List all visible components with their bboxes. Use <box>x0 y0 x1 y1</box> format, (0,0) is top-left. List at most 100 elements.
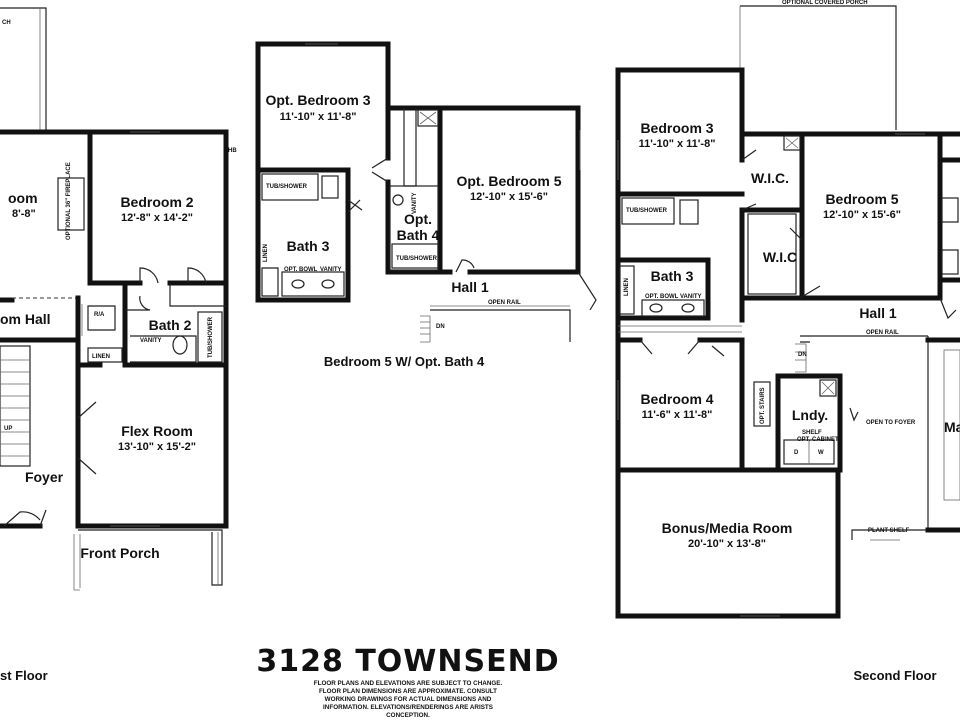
front-porch-rail <box>73 532 219 591</box>
sf-bedroom5-label: Bedroom 5 <box>825 191 898 207</box>
sf-shelf-label: SHELF <box>802 430 822 436</box>
stairs-up-label: UP <box>4 426 12 432</box>
opt-hall-door-right <box>577 271 597 311</box>
sf-hall-line <box>618 325 742 333</box>
sf-stair <box>795 343 807 373</box>
opt-bath4-label-1: Opt. <box>404 211 432 227</box>
bedroom-partial-label: oom <box>8 190 38 206</box>
sf-bonus-label: Bonus/Media Room <box>662 520 793 536</box>
sf-vanity-label: VANITY <box>680 294 702 300</box>
opt-dn-label: DN <box>436 324 445 330</box>
opt-bedroom3-label: Opt. Bedroom 3 <box>265 92 370 108</box>
sf-bath3-wall <box>615 257 711 321</box>
flex-room-label: Flex Room <box>121 423 193 439</box>
sf-wic1-label: W.I.C. <box>751 170 789 186</box>
fireplace <box>57 177 85 231</box>
opt-bowl-label: OPT. BOWL <box>284 267 318 273</box>
sf-window-marks <box>617 133 925 617</box>
second-floor-plan: OPTIONAL COVERED PORCH TUB/SHOWER LINEN … <box>615 0 960 683</box>
plan-title: 3128 TOWNSEND <box>256 644 559 679</box>
opt-stair <box>420 315 431 343</box>
sf-bonus-dim: 20'-10" x 13'-8" <box>688 538 766 550</box>
sf-bedroom5-door <box>789 227 821 299</box>
bedroom2-dim: 12'-8" x 14'-2" <box>121 212 193 224</box>
sf-dn-label: DN <box>798 352 807 358</box>
bath2-vanity-label: VANITY <box>140 338 162 344</box>
second-floor-caption: Second Floor <box>853 668 936 683</box>
sf-open-rail <box>800 335 928 343</box>
opt-bedroom5-door <box>455 259 475 273</box>
front-door <box>3 511 41 527</box>
bath2-tub-label: TUB/SHOWER <box>208 316 214 358</box>
sf-wic2-shelf <box>747 213 797 295</box>
opt-closet <box>403 108 417 187</box>
sf-arrow <box>849 407 859 422</box>
opt-bedroom5-label: Opt. Bedroom 5 <box>456 173 561 189</box>
sf-bath3-label: Bath 3 <box>651 268 694 284</box>
opt-vanity <box>281 271 345 297</box>
opt-tub-label: TUB/SHOWER <box>266 184 308 190</box>
fireplace-label: OPTIONAL 36" FIREPLACE <box>66 162 72 240</box>
first-floor-caption: st Floor <box>0 668 48 683</box>
disclaimer-line-2: FLOOR PLAN DIMENSIONS ARE APPROXIMATE. C… <box>319 688 497 695</box>
opt-bedroom5-wall <box>437 105 581 275</box>
opt-vanity-label: VANITY <box>320 267 342 273</box>
disclaimer-line-3: WORKING DRAWINGS FOR ACTUAL DIMENSIONS A… <box>325 696 492 703</box>
opt-hall-door <box>371 157 389 183</box>
first-floor-stairs: UP <box>0 345 31 467</box>
opt-bedroom3-dim: 11'-10" x 11'-8" <box>280 111 357 123</box>
sf-open-to-foyer-rail <box>851 336 929 540</box>
opt-tub-b4-label: TUB/SHOWER <box>396 256 438 262</box>
covered-porch-outline <box>740 5 897 130</box>
sf-toilet <box>679 199 699 225</box>
front-door-swing <box>39 509 47 527</box>
disclaimer-line-4: INFORMATION. ELEVATIONS/RENDERINGS ARE A… <box>323 704 493 711</box>
sf-bedroom5-wall <box>799 131 943 301</box>
opt-linen-label: LINEN <box>263 244 269 262</box>
opt-bath3-label: Bath 3 <box>287 238 330 254</box>
bath2-vanity <box>130 335 197 363</box>
opt-bath4-tub <box>391 243 439 269</box>
sf-left-bottom-wall <box>615 67 841 619</box>
sf-vanity <box>641 299 705 317</box>
sf-wic2-label: W.I.C <box>763 249 797 265</box>
sf-tub-label: TUB/SHOWER <box>626 208 668 214</box>
mud-hall-label: om Hall <box>0 311 51 327</box>
sf-right-stub <box>937 131 960 283</box>
sf-top-wall <box>615 67 960 137</box>
sf-bedroom3-label: Bedroom 3 <box>640 120 713 136</box>
flex-room-dim: 13'-10" x 15'-2" <box>118 441 196 453</box>
sf-master-door <box>939 297 957 320</box>
opt-hall-wall <box>385 105 453 275</box>
sf-hall1-label: Hall 1 <box>859 305 897 321</box>
linen-label: LINEN <box>92 354 110 360</box>
sf-wic1-door <box>741 149 757 211</box>
sf-wic-box <box>783 135 801 151</box>
sf-dryer-label: D <box>794 450 799 456</box>
sf-master-partial-label: Ma <box>944 419 960 435</box>
opt-closet-box <box>417 109 439 127</box>
sf-master-wall <box>925 337 960 533</box>
option-plan-caption: Bedroom 5 W/ Opt. Bath 4 <box>324 354 485 369</box>
sf-bedroom4-label: Bedroom 4 <box>640 391 713 407</box>
covered-porch-label: OPTIONAL COVERED PORCH <box>782 0 868 6</box>
first-floor-plan: CH R/A TUB/SHOWER VANITY LINEN <box>0 7 237 683</box>
bedroom2-door <box>139 267 159 284</box>
sf-opt-stairs <box>753 381 771 427</box>
sf-opt-cabinet-label: OPT. CABINET <box>797 437 839 443</box>
bedroom-partial-dim: 8'-8" <box>12 208 36 220</box>
opt-bath3-door <box>347 199 363 213</box>
sf-laundry-wall <box>775 373 843 473</box>
front-porch-label: Front Porch <box>80 545 159 561</box>
bath2-door <box>125 295 151 311</box>
sf-bedroom4-doors <box>639 339 725 357</box>
ra-label: R/A <box>94 312 105 318</box>
opt-bedroom5-dim: 12'-10" x 15'-6" <box>470 191 548 203</box>
sf-bedroom5-dim: 12'-10" x 15'-6" <box>823 209 901 221</box>
sf-linen-label: LINEN <box>624 278 630 296</box>
opt-hall1-label: Hall 1 <box>451 279 489 295</box>
opt-bath4-label-2: Bath 4 <box>397 227 440 243</box>
disclaimer-line-1: FLOOR PLANS AND ELEVATIONS ARE SUBJECT T… <box>314 680 503 687</box>
